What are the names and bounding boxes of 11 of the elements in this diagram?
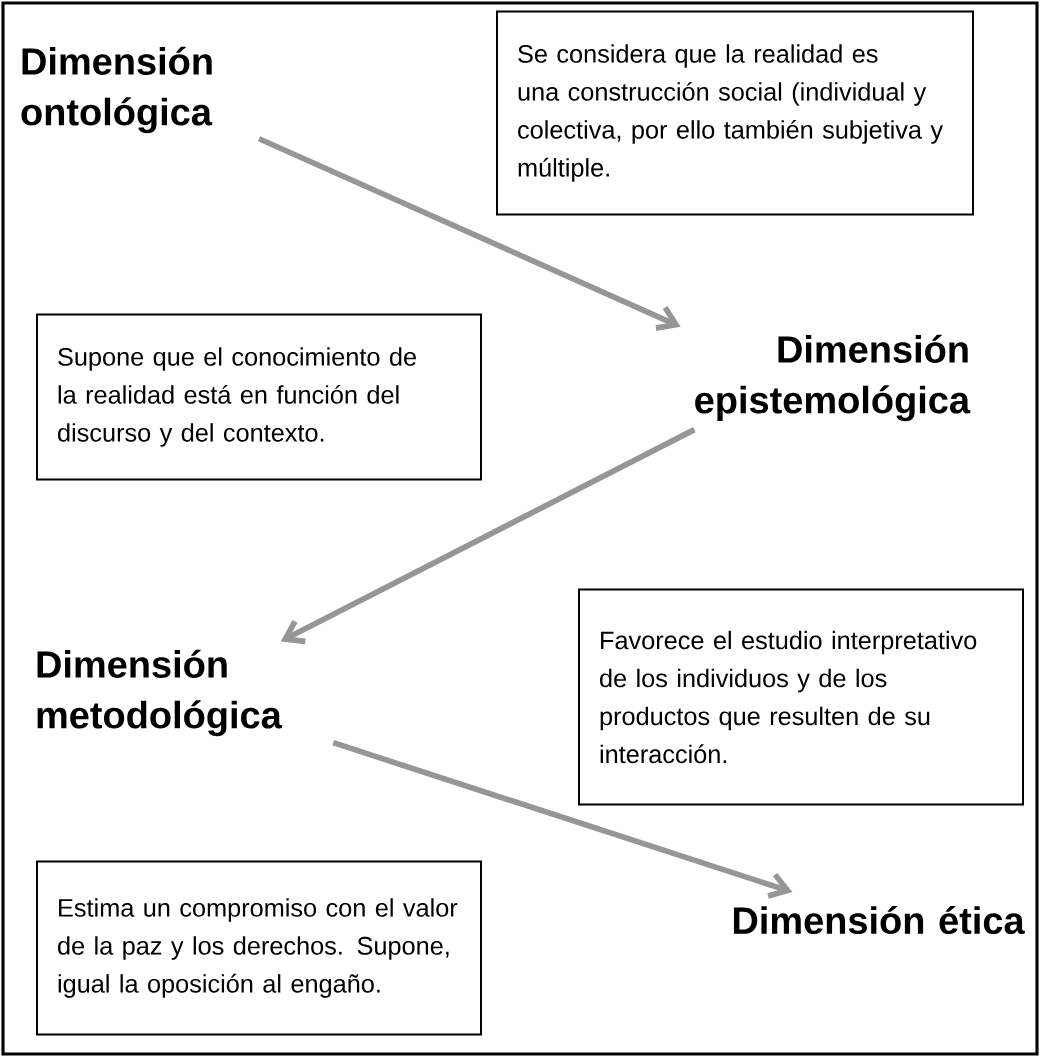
- text-box: Favorece el estudio interpretativo de los individuos y de los productos que resulten de su interacción.: [578, 588, 1024, 806]
- dimension-label: Dimensión epistemológica: [695, 334, 971, 422]
- text-box: Supone que el conocimiento de la realidad está en función del discurso y del contexto.: [36, 313, 482, 481]
- arrow: [332, 740, 793, 899]
- text-box: Estima un compromiso con el valor de la paz y los derechos. Supone, igual la oposición al engaño.: [36, 860, 482, 1036]
- text-box: Se considera que la realidad es una construcción social (individual y colectiva, por ello también subjetiva y múltiple.: [496, 10, 974, 216]
- dimension-label: Dimensión metodológica: [37, 649, 282, 737]
- arrow: [280, 427, 696, 645]
- dimension-label: Dimensión ontológica: [21, 46, 213, 134]
- arrow: [257, 136, 681, 331]
- dimension-label: Dimensión ética: [733, 905, 1025, 935]
